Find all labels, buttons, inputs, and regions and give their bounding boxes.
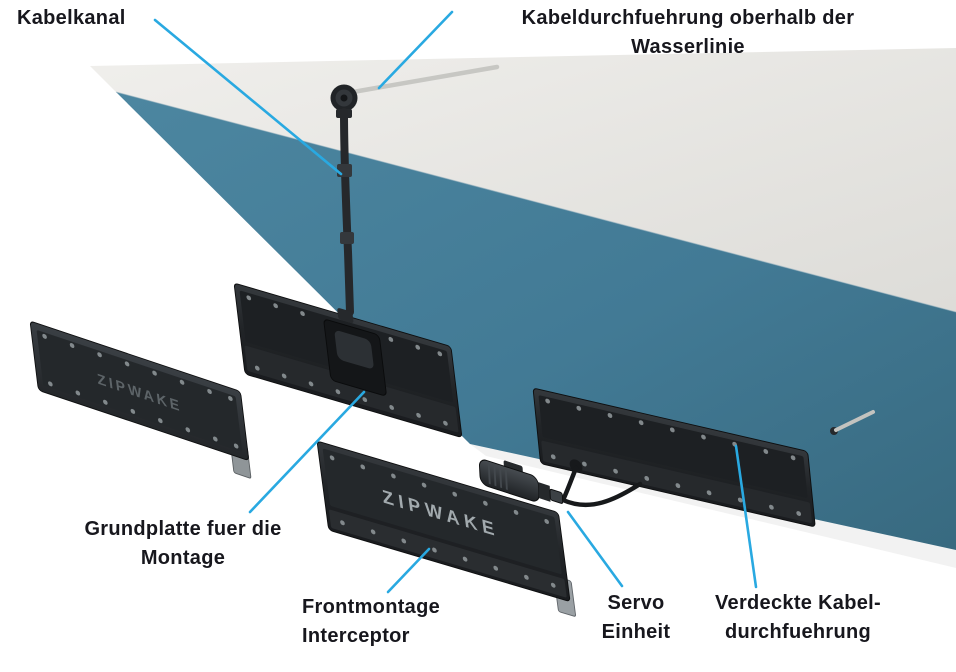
hull-topside-above-waterline <box>90 48 956 312</box>
label-verdeckte: Verdeckte Kabel- durchfuehrung <box>690 589 906 647</box>
servo-unit <box>479 459 564 504</box>
label-kabelkanal-text: Kabelkanal <box>17 7 126 29</box>
servo-rib <box>493 465 497 487</box>
label-servo-line2: Einheit <box>601 621 671 643</box>
label-grundplatte: Grundplatte fuer die Montage <box>38 515 328 573</box>
label-grundplatte-line2: Montage <box>140 547 226 569</box>
hull-interceptor-center <box>233 283 463 438</box>
waterline-edge <box>115 91 956 313</box>
label-kabeldurchfuehrung-line1: Kabeldurchfuehrung oberhalb der <box>521 7 855 29</box>
callout-line-verdeckte <box>734 444 758 589</box>
servo-neck <box>538 482 551 502</box>
label-kabelkanal: Kabelkanal <box>17 4 126 33</box>
cable-tail <box>350 64 500 95</box>
through-hull-fitting-core <box>340 94 348 102</box>
callout-line-frontmontage <box>386 547 431 594</box>
callout-line-kabelkanal <box>153 18 343 176</box>
front-interceptor-face <box>322 448 562 575</box>
front-mount-interceptor: ZIPWAKE <box>317 441 577 617</box>
servo-rib <box>504 469 508 490</box>
callout-line-grundplatte <box>248 390 366 514</box>
callout-line-kabeldurchfuehrung <box>377 10 454 90</box>
interceptor-center-cable-gland <box>337 308 354 324</box>
conduit-joint-upper <box>337 164 352 177</box>
servo-cable-right <box>560 481 643 508</box>
label-frontmontage-line1: Frontmontage <box>302 596 441 618</box>
base-plate-face <box>36 330 243 452</box>
servo-rib <box>487 463 491 485</box>
interceptor-center-blade <box>244 345 459 433</box>
label-servo-einheit: Servo Einheit <box>586 589 686 647</box>
label-verdeckte-line2: durchfuehrung <box>724 621 872 643</box>
label-servo-line1: Servo <box>607 592 665 614</box>
servo-tip <box>549 488 564 504</box>
mounting-base-plate: ZIPWAKE <box>29 321 252 479</box>
conduit-joint-lower <box>340 232 354 244</box>
callout-lines <box>153 10 758 594</box>
label-frontmontage-line2: Interceptor <box>302 625 410 647</box>
label-verdeckte-line1: Verdeckte Kabel- <box>715 592 881 614</box>
label-grundplatte-line1: Grundplatte fuer die <box>84 518 282 540</box>
servo-rib <box>499 467 503 489</box>
cable-conduit <box>340 108 354 316</box>
antenna-right <box>834 410 875 432</box>
callout-line-servo <box>566 510 624 588</box>
interceptor-center-servo-cap <box>334 330 374 369</box>
label-kabeldurchfuehrung-line2: Wasserlinie <box>631 36 745 58</box>
cable-channel-assembly <box>330 64 500 316</box>
front-interceptor-blade <box>328 509 567 598</box>
hull-bottom-teal <box>116 92 956 550</box>
label-frontmontage: Frontmontage Interceptor <box>302 593 440 651</box>
label-kabeldurchfuehrung: Kabeldurchfuehrung oberhalb der Wasserli… <box>478 4 898 62</box>
